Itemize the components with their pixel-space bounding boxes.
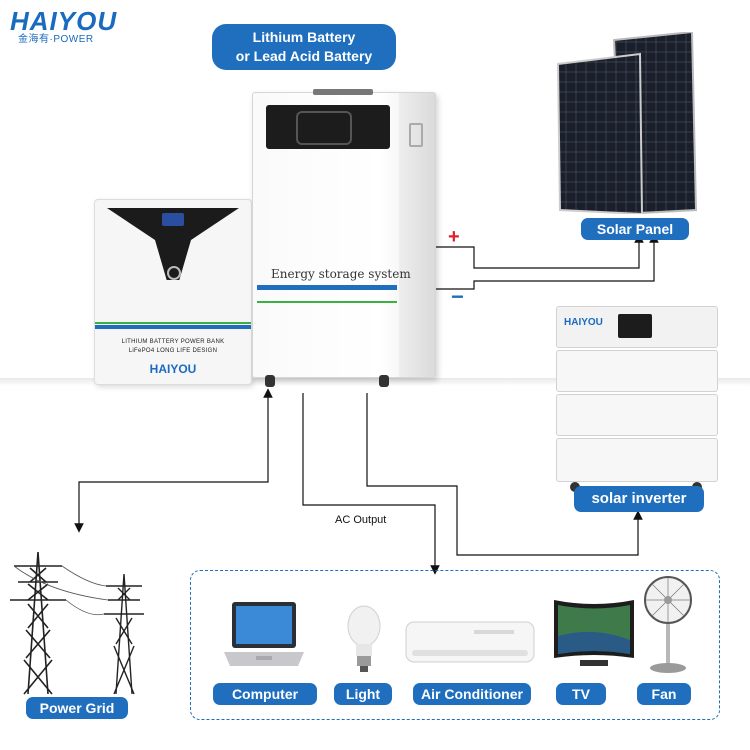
fan-icon (644, 576, 692, 673)
inverter-wheel-left (570, 482, 580, 492)
battery-module-3 (556, 438, 718, 482)
cabinet-stripe-green (257, 301, 397, 303)
ac-output-wire (302, 393, 440, 575)
negative-sign: − (451, 284, 464, 309)
stacked-inverter-battery: HAIYOU (556, 306, 718, 492)
battery-type-label: Lithium Battery or Lead Acid Battery (212, 24, 396, 70)
cabinet-side-panel (399, 93, 435, 377)
brand-logo-subtitle: 金海有·POWER (18, 34, 94, 45)
battery-module-2 (556, 394, 718, 436)
wall-battery-text-2: LiFePO4 LONG LIFE DESIGN (128, 348, 218, 354)
power-grid-label: Power Grid (26, 697, 128, 719)
solar-panels (556, 32, 698, 214)
wall-battery-power-icon (167, 266, 181, 280)
positive-sign: + (448, 226, 460, 248)
wall-battery-stripe-green (95, 322, 251, 324)
cabinet-wheel-right (379, 375, 389, 387)
solar-panel-front (556, 52, 644, 214)
transmission-tower-right (104, 573, 144, 695)
solar-positive-wire (432, 233, 644, 269)
light-bulb-icon (347, 605, 381, 672)
transmission-tower-left (10, 551, 66, 695)
wall-battery-display (162, 213, 184, 226)
wall-battery-brand: HAIYOU (149, 362, 197, 376)
cabinet-wheel-left (265, 375, 275, 387)
wall-battery-text-1: LITHIUM BATTERY POWER BANK (121, 339, 225, 345)
laptop-icon (224, 602, 304, 666)
wall-battery-front-panel (107, 208, 239, 280)
wall-battery-stripe-blue (95, 325, 251, 329)
appliance-label-air-conditioner: Air Conditioner (413, 683, 531, 705)
brand-logo: HAIYOU (10, 6, 118, 36)
power-grid-towers (10, 551, 144, 695)
inverter-brand: HAIYOU (564, 317, 603, 328)
cabinet-handle (409, 123, 423, 147)
air-conditioner-icon (405, 621, 535, 663)
inverter-screen (618, 314, 652, 338)
battery-type-label-line-1: Lithium Battery (252, 29, 356, 45)
appliance-label-tv: TV (556, 683, 606, 705)
appliance-label-fan: Fan (637, 683, 691, 705)
solar-negative-wire (432, 233, 659, 290)
appliance-label-light: Light (334, 683, 392, 705)
grid-wire (74, 388, 273, 533)
tv-icon (554, 600, 634, 666)
energy-storage-cabinet: Energy storage system (252, 89, 436, 387)
battery-type-label-line-2: or Lead Acid Battery (235, 48, 373, 64)
cabinet-stripe-blue (257, 285, 397, 290)
solar-inverter-label: solar inverter (574, 486, 704, 512)
solar-panel-label: Solar Panel (581, 218, 689, 240)
floor-shadow (0, 378, 750, 386)
wall-mount-battery: LITHIUM BATTERY POWER BANK LiFePO4 LONG … (94, 199, 252, 385)
power-lines (13, 565, 109, 616)
battery-module-1 (556, 350, 718, 392)
ac-output-label: AC Output (335, 514, 387, 526)
inverter-wire (366, 393, 643, 556)
cabinet-top-ports (313, 89, 373, 95)
cabinet-label: Energy storage system (271, 267, 411, 281)
appliances-group (190, 570, 720, 720)
cabinet-display-screen (296, 111, 352, 145)
appliance-label-computer: Computer (213, 683, 317, 705)
